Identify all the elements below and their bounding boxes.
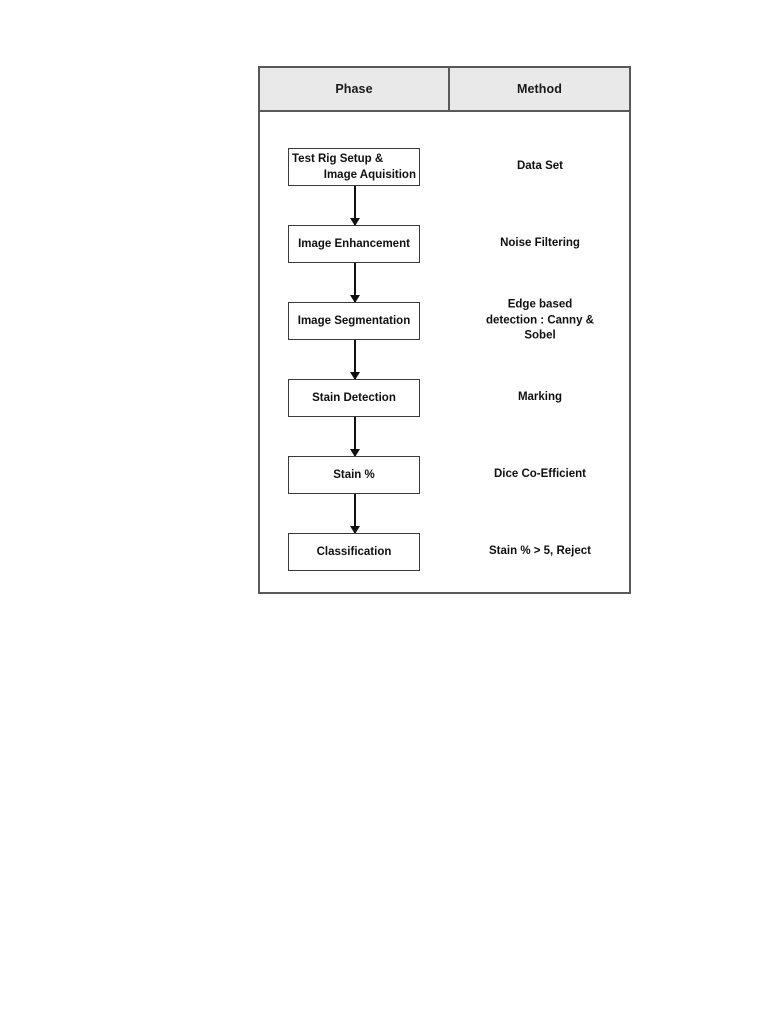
- process-box-label: Image Enhancement: [298, 237, 410, 250]
- flow-row: Image Segmentation Edge based detection : …: [260, 299, 629, 342]
- flow-diagram-body: Test Rig Setup & Image Aquisition Data Set…: [260, 112, 629, 592]
- process-box-label: Image Segmentation: [297, 314, 411, 327]
- method-label: Edge based detection : Canny & Sobel: [450, 298, 630, 345]
- flow-row: Image Enhancement Noise Filtering: [260, 225, 629, 263]
- method-label-line: detection : Canny &: [486, 314, 594, 327]
- process-box[interactable]: Image Enhancement: [288, 225, 420, 263]
- process-box[interactable]: Image Segmentation: [288, 302, 420, 340]
- column-header-method: Method: [516, 82, 563, 96]
- method-label-line: Dice Co-Efficient: [493, 468, 586, 481]
- flow-row: Test Rig Setup & Image Aquisition Data Set: [260, 148, 629, 186]
- process-box-label: Stain Detection: [312, 391, 396, 404]
- arrow-head-icon: [350, 526, 360, 534]
- process-box-label-line: Test Rig Setup &: [292, 153, 384, 165]
- process-box-label: Stain %: [333, 468, 375, 481]
- method-label: Dice Co-Efficient: [450, 467, 630, 483]
- method-label-line: Marking: [517, 391, 563, 404]
- method-label-line: Sobel: [524, 329, 556, 342]
- flow-connector-arrow: [350, 263, 360, 303]
- flow-row: Stain % Dice Co-Efficient: [260, 456, 629, 494]
- flow-connector-arrow: [350, 340, 360, 380]
- table-header-row: Phase Method: [260, 68, 629, 112]
- process-box[interactable]: Stain %: [288, 456, 420, 494]
- process-box[interactable]: Classification: [288, 533, 420, 571]
- method-label: Noise Filtering: [450, 236, 630, 252]
- flow-row: Stain Detection Marking: [260, 379, 629, 417]
- method-label-line: Noise Filtering: [500, 237, 580, 250]
- arrow-head-icon: [350, 295, 360, 303]
- process-box[interactable]: Test Rig Setup & Image Aquisition: [288, 148, 420, 186]
- arrow-head-icon: [350, 372, 360, 380]
- arrow-head-icon: [350, 218, 360, 226]
- method-label: Stain % > 5, Reject: [450, 544, 630, 560]
- process-box[interactable]: Stain Detection: [288, 379, 420, 417]
- flow-connector-arrow: [350, 417, 360, 457]
- method-label-line: Stain % > 5, Reject: [489, 545, 591, 558]
- method-label-line: Data Set: [516, 160, 564, 173]
- process-box-label: Classification: [316, 545, 392, 558]
- method-label-line: Edge based: [507, 298, 573, 311]
- flow-row: Classification Stain % > 5, Reject: [260, 533, 629, 571]
- flow-connector-arrow: [350, 494, 360, 534]
- method-label: Marking: [450, 390, 630, 406]
- method-label: Data Set: [450, 159, 630, 175]
- process-flow-table: Phase Method Test Rig Setup & Image Aquis…: [258, 66, 631, 594]
- process-box-label-line: Image Aquisition: [323, 168, 416, 181]
- flow-connector-arrow: [350, 186, 360, 226]
- arrow-head-icon: [350, 449, 360, 457]
- column-header-phase: Phase: [260, 68, 450, 110]
